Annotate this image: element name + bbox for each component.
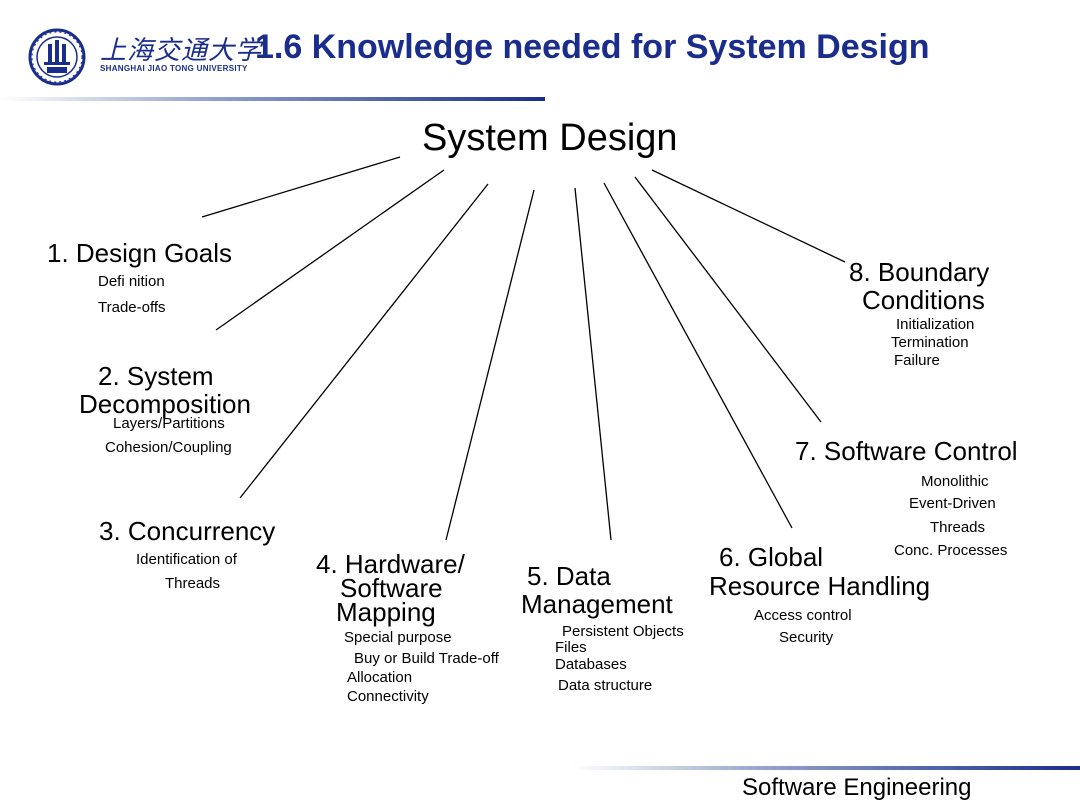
node-5-item: Databases xyxy=(555,656,627,673)
node-3-title: 3. Concurrency xyxy=(99,516,276,546)
university-name-chinese: 上海交通大学 xyxy=(100,36,263,66)
node-7-item: Event-Driven xyxy=(909,495,996,512)
node-8-title: Conditions xyxy=(862,285,985,315)
node-1-title: 1. Design Goals xyxy=(47,238,232,268)
connector-concurrency xyxy=(239,183,489,499)
node-4-item: Special purpose xyxy=(344,629,452,646)
footer-course-name: Software Engineering xyxy=(742,774,972,801)
node-1-item: Trade-offs xyxy=(98,299,166,316)
node-1-item: Defi nition xyxy=(98,273,165,290)
diagram-root-system-design: System Design xyxy=(422,117,678,159)
node-4-title: 4. Hardware/ xyxy=(316,549,465,579)
node-5-item: Files xyxy=(555,639,587,656)
footer-divider xyxy=(570,766,1080,770)
node-7-item: Threads xyxy=(930,519,986,536)
connector-software-control xyxy=(634,176,822,423)
node-8-title: 8. Boundary xyxy=(849,257,990,287)
slide-title: 1.6 Knowledge needed for System Design xyxy=(255,28,930,66)
connector-global-resource-handling xyxy=(603,182,793,529)
connector-system-decomposition xyxy=(215,169,445,331)
node-3-item: Identification of xyxy=(136,551,237,568)
connector-hardware-software-mapping xyxy=(445,189,535,541)
node-8-item: Failure xyxy=(894,352,940,369)
node-6-item: Security xyxy=(779,629,834,646)
node-2-title: 2. System xyxy=(98,361,214,391)
node-8-item: Initialization xyxy=(896,316,975,333)
node-6-title: 6. Global xyxy=(719,542,824,572)
node-6-title: Resource Handling xyxy=(709,571,931,601)
node-2-title: Decomposition xyxy=(79,389,251,419)
node-7-title: 7. Software Control xyxy=(795,436,1018,466)
node-4-item: Connectivity xyxy=(347,688,429,705)
connector-boundary-conditions xyxy=(651,169,846,263)
node-8-item: Termination xyxy=(891,334,969,351)
node-5-title: Management xyxy=(521,589,673,619)
node-5-title: 5. Data xyxy=(527,561,611,591)
connector-design-goals xyxy=(201,156,401,218)
node-4-item: Buy or Build Trade-off xyxy=(354,650,499,667)
node-5-item: Data structure xyxy=(558,677,653,694)
university-name-english: SHANGHAI JIAO TONG UNIVERSITY xyxy=(100,64,248,73)
node-4-title: Software xyxy=(340,573,443,603)
connector-data-management xyxy=(574,187,612,541)
node-3-item: Threads xyxy=(165,575,221,592)
node-4-item: Allocation xyxy=(347,669,413,686)
header-divider xyxy=(0,97,545,101)
node-2-item: Layers/Partitions xyxy=(113,415,225,432)
node-7-item: Conc. Processes xyxy=(894,542,1008,559)
node-6-item: Access control xyxy=(754,607,852,624)
node-2-item: Cohesion/Coupling xyxy=(105,439,232,456)
university-seal-logo xyxy=(28,28,86,86)
node-4-title: Mapping xyxy=(336,597,436,627)
node-7-item: Monolithic xyxy=(921,473,989,490)
node-5-item: Persistent Objects xyxy=(562,623,684,640)
